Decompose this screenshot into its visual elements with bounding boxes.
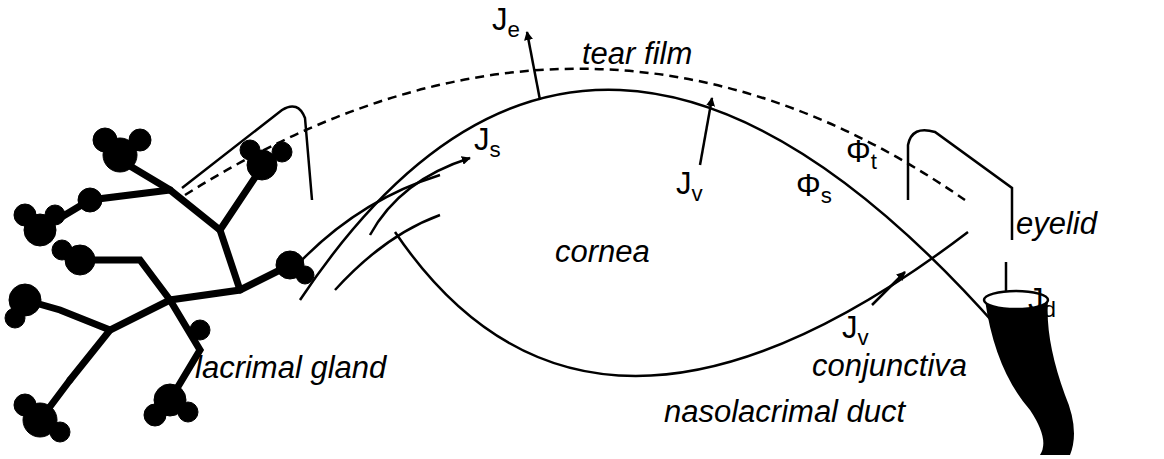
lower-eyelid	[908, 130, 1012, 240]
part-label: nasolacrimal duct	[664, 396, 905, 427]
potential-symbol: Φs	[796, 170, 832, 201]
lacrimal-gland	[5, 128, 314, 442]
part-label: eyelid	[1016, 208, 1097, 239]
evaporation-arrow	[527, 32, 540, 100]
flux-symbol: Jd	[1028, 284, 1056, 315]
tear-film-surface	[185, 69, 965, 200]
part-label: cornea	[555, 236, 650, 267]
part-label: lacrimal gland	[195, 352, 386, 383]
lacrimal-duct	[300, 175, 440, 262]
flux-symbol: Je	[492, 4, 520, 35]
flux-symbol: Jv	[676, 168, 703, 199]
potential-symbol: Φt	[846, 136, 877, 167]
lacrimal-duct	[335, 215, 440, 290]
part-label: conjunctiva	[812, 350, 967, 381]
region-label: tear film	[582, 38, 692, 69]
flux-arrow	[700, 98, 712, 165]
flux-arrow	[872, 272, 905, 305]
ocular-surface	[300, 90, 1000, 330]
flux-symbol: Jv	[842, 312, 869, 343]
flux-symbol: Js	[474, 124, 501, 155]
secretion-arrow	[370, 158, 470, 235]
